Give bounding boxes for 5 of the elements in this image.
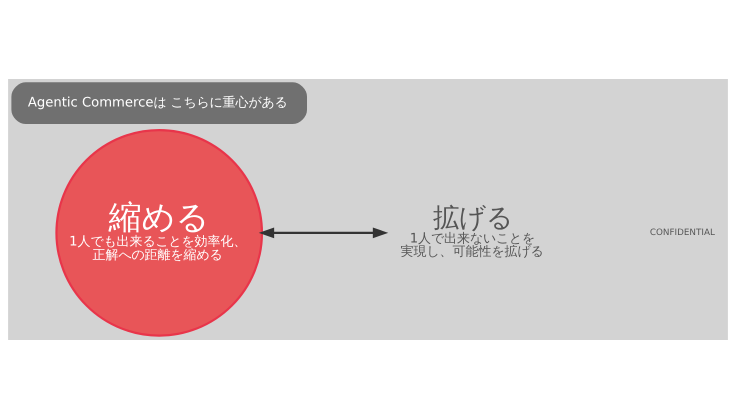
node-box: Agentic Commerceは こちらに重心がある (11, 82, 308, 124)
node-circle: 縮める 1人でも出来ることを効率化、正解への距離を縮める (55, 128, 264, 336)
arrow (258, 226, 388, 238)
node-text: 拡げる 1人で出来ないことを実現し、可能性を拡げる (400, 202, 544, 259)
label: CONFIDENTIAL (650, 227, 715, 238)
